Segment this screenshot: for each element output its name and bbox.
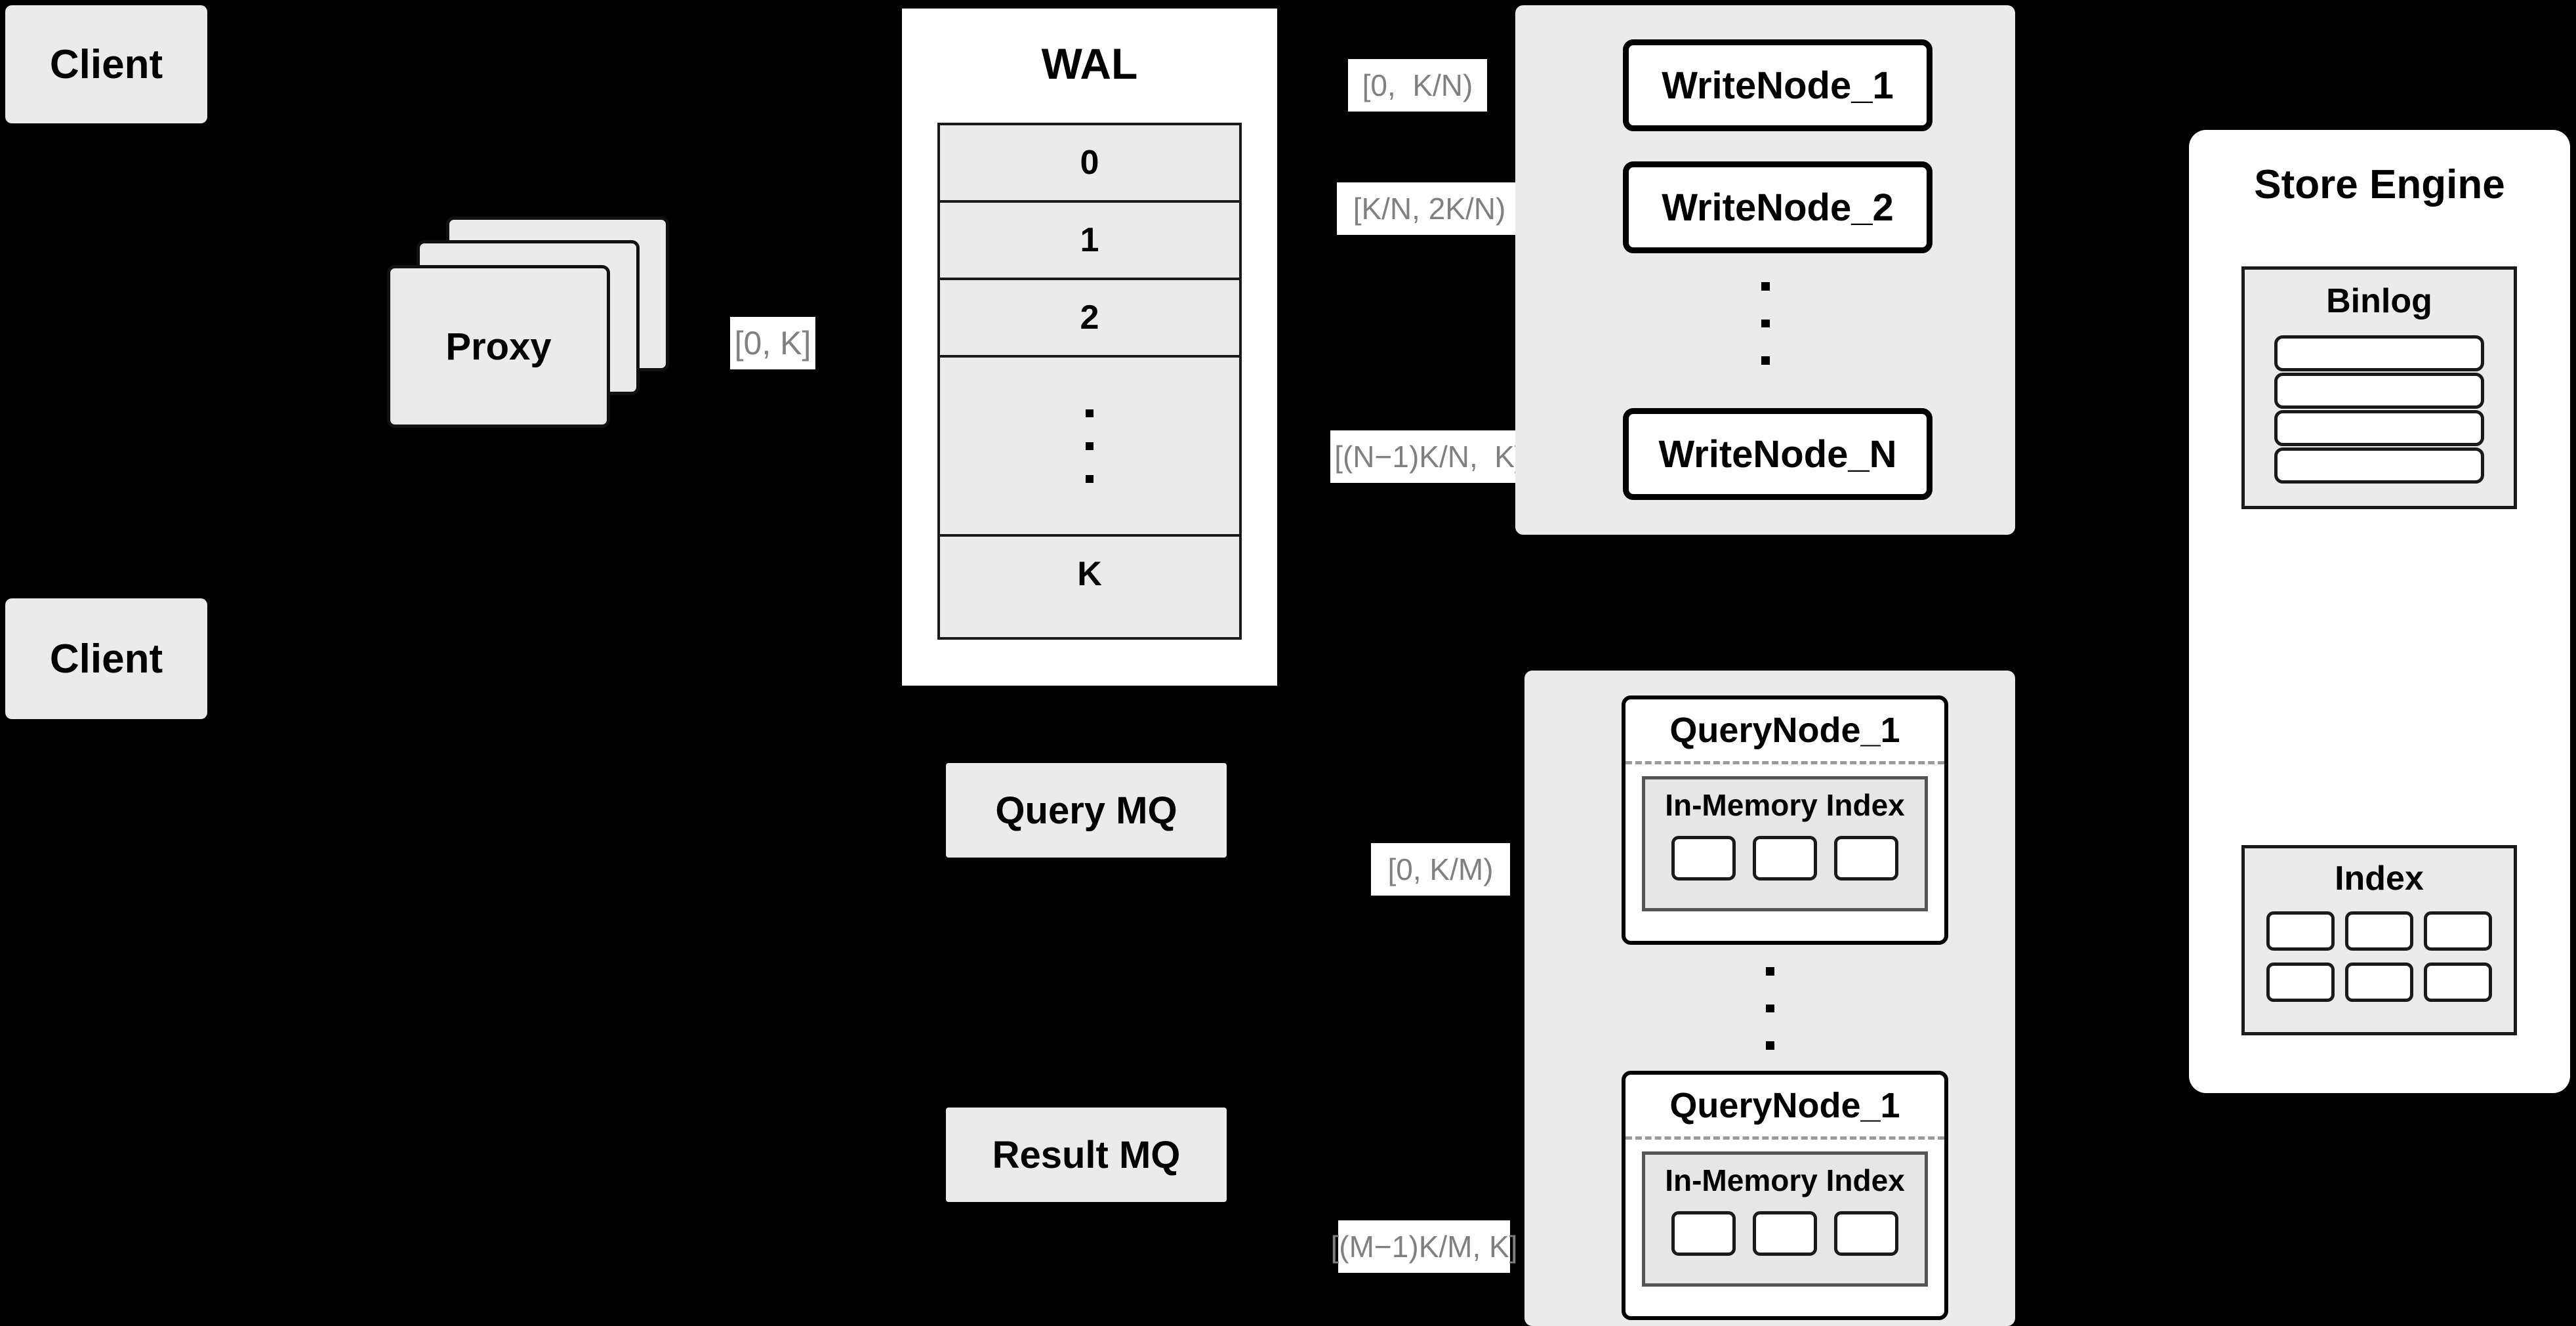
label-mq-to-querynode-1: [0, K/M) (1371, 843, 1510, 896)
index-segment[interactable] (1834, 1211, 1898, 1256)
wal-panel: WAL 0 1 2 K (897, 4, 1282, 690)
proxy-box[interactable]: Proxy (387, 265, 610, 428)
index-title: Index (2335, 860, 2424, 898)
query-mq-label: Query MQ (995, 789, 1177, 832)
binlog-bar[interactable] (2274, 410, 2484, 446)
label-proxy-to-wal: [0, K] (730, 317, 815, 369)
query-node-1-separator (1625, 761, 1944, 764)
binlog-title: Binlog (2326, 282, 2432, 320)
index-segment[interactable] (1834, 836, 1898, 881)
wal-row-value: K (1077, 555, 1102, 593)
index-cell[interactable] (2266, 911, 2335, 951)
label-wal-to-writenode-1-text: [0, K/N) (1362, 68, 1473, 102)
index-segment[interactable] (1753, 836, 1817, 881)
binlog-bar[interactable] (2274, 447, 2484, 484)
client-label-1: Client (49, 41, 163, 87)
index-segment[interactable] (1671, 1211, 1736, 1256)
label-mq-to-querynode-m: [(M−1)K/M, K] (1331, 1220, 1518, 1273)
label-wal-to-writenode-n-text: [(N−1)K/N, K] (1334, 440, 1523, 474)
binlog-panel: Binlog (2241, 266, 2517, 509)
store-engine-panel: Store Engine Binlog Index (2189, 130, 2570, 1093)
write-node-n[interactable]: WriteNode_N (1623, 408, 1932, 500)
query-node-cluster: QueryNode_1 In-Memory Index QueryNode_1 (1524, 671, 2015, 1326)
index-segment[interactable] (1671, 836, 1736, 881)
label-wal-to-writenode-2-text: [K/N, 2K/N) (1353, 192, 1506, 226)
write-node-2-label: WriteNode_2 (1662, 186, 1894, 229)
index-cell[interactable] (2266, 963, 2335, 1002)
query-node-m-separator (1625, 1136, 1944, 1140)
write-node-1-label: WriteNode_1 (1662, 64, 1894, 107)
index-cell[interactable] (2345, 911, 2413, 951)
client-box-1[interactable]: Client (5, 5, 207, 123)
in-memory-index-label-m: In-Memory Index (1665, 1163, 1905, 1197)
label-mq-to-querynode-1-text: [0, K/M) (1387, 852, 1494, 886)
label-wal-to-writenode-n: [(N−1)K/N, K] (1330, 430, 1527, 483)
in-memory-index-label-1: In-Memory Index (1665, 788, 1905, 822)
write-node-n-label: WriteNode_N (1658, 432, 1897, 476)
wal-row-value: 0 (1080, 144, 1099, 182)
result-mq-box[interactable]: Result MQ (946, 1108, 1227, 1202)
index-segment[interactable] (1753, 1211, 1817, 1256)
label-mq-to-querynode-m-text: [(M−1)K/M, K] (1330, 1230, 1518, 1264)
wal-title: WAL (1041, 39, 1138, 88)
index-panel: Index (2241, 845, 2517, 1035)
label-wal-to-writenode-2: [K/N, 2K/N) (1337, 182, 1522, 235)
write-cluster-ellipsis-icon (1515, 268, 2015, 379)
wal-row[interactable]: 1 (940, 203, 1239, 280)
wal-row-value: 2 (1080, 299, 1099, 337)
index-cell[interactable] (2424, 963, 2492, 1002)
query-node-m[interactable]: QueryNode_1 In-Memory Index (1622, 1071, 1948, 1320)
binlog-bar[interactable] (2274, 373, 2484, 409)
client-box-2[interactable]: Client (5, 598, 207, 719)
write-node-2[interactable]: WriteNode_2 (1623, 161, 1932, 253)
vertical-ellipsis-icon (1086, 397, 1094, 495)
binlog-bar[interactable] (2274, 335, 2484, 371)
wal-row-value: 1 (1080, 221, 1099, 259)
in-memory-index-panel-1: In-Memory Index (1642, 776, 1928, 911)
client-label-2: Client (49, 636, 163, 682)
query-cluster-ellipsis-icon (1524, 953, 2015, 1064)
wal-row[interactable]: K (940, 537, 1239, 611)
write-node-cluster: WriteNode_1 WriteNode_2 WriteNode_N (1515, 5, 2015, 535)
label-wal-to-writenode-1: [0, K/N) (1348, 59, 1487, 112)
proxy-label: Proxy (445, 325, 552, 368)
query-node-1[interactable]: QueryNode_1 In-Memory Index (1622, 695, 1948, 945)
query-node-m-label: QueryNode_1 (1669, 1086, 1900, 1125)
query-node-1-label: QueryNode_1 (1669, 711, 1900, 750)
write-node-1[interactable]: WriteNode_1 (1623, 39, 1932, 131)
result-mq-label: Result MQ (992, 1133, 1181, 1176)
label-proxy-to-wal-text: [0, K] (734, 325, 811, 362)
query-mq-box[interactable]: Query MQ (946, 763, 1227, 858)
store-engine-title: Store Engine (2254, 162, 2505, 207)
wal-row[interactable]: 2 (940, 280, 1239, 358)
index-cell[interactable] (2345, 963, 2413, 1002)
wal-row[interactable]: 0 (940, 125, 1239, 203)
index-cell[interactable] (2424, 911, 2492, 951)
wal-table: 0 1 2 K (937, 123, 1242, 640)
wal-row-ellipsis (940, 358, 1239, 537)
in-memory-index-panel-m: In-Memory Index (1642, 1151, 1928, 1287)
